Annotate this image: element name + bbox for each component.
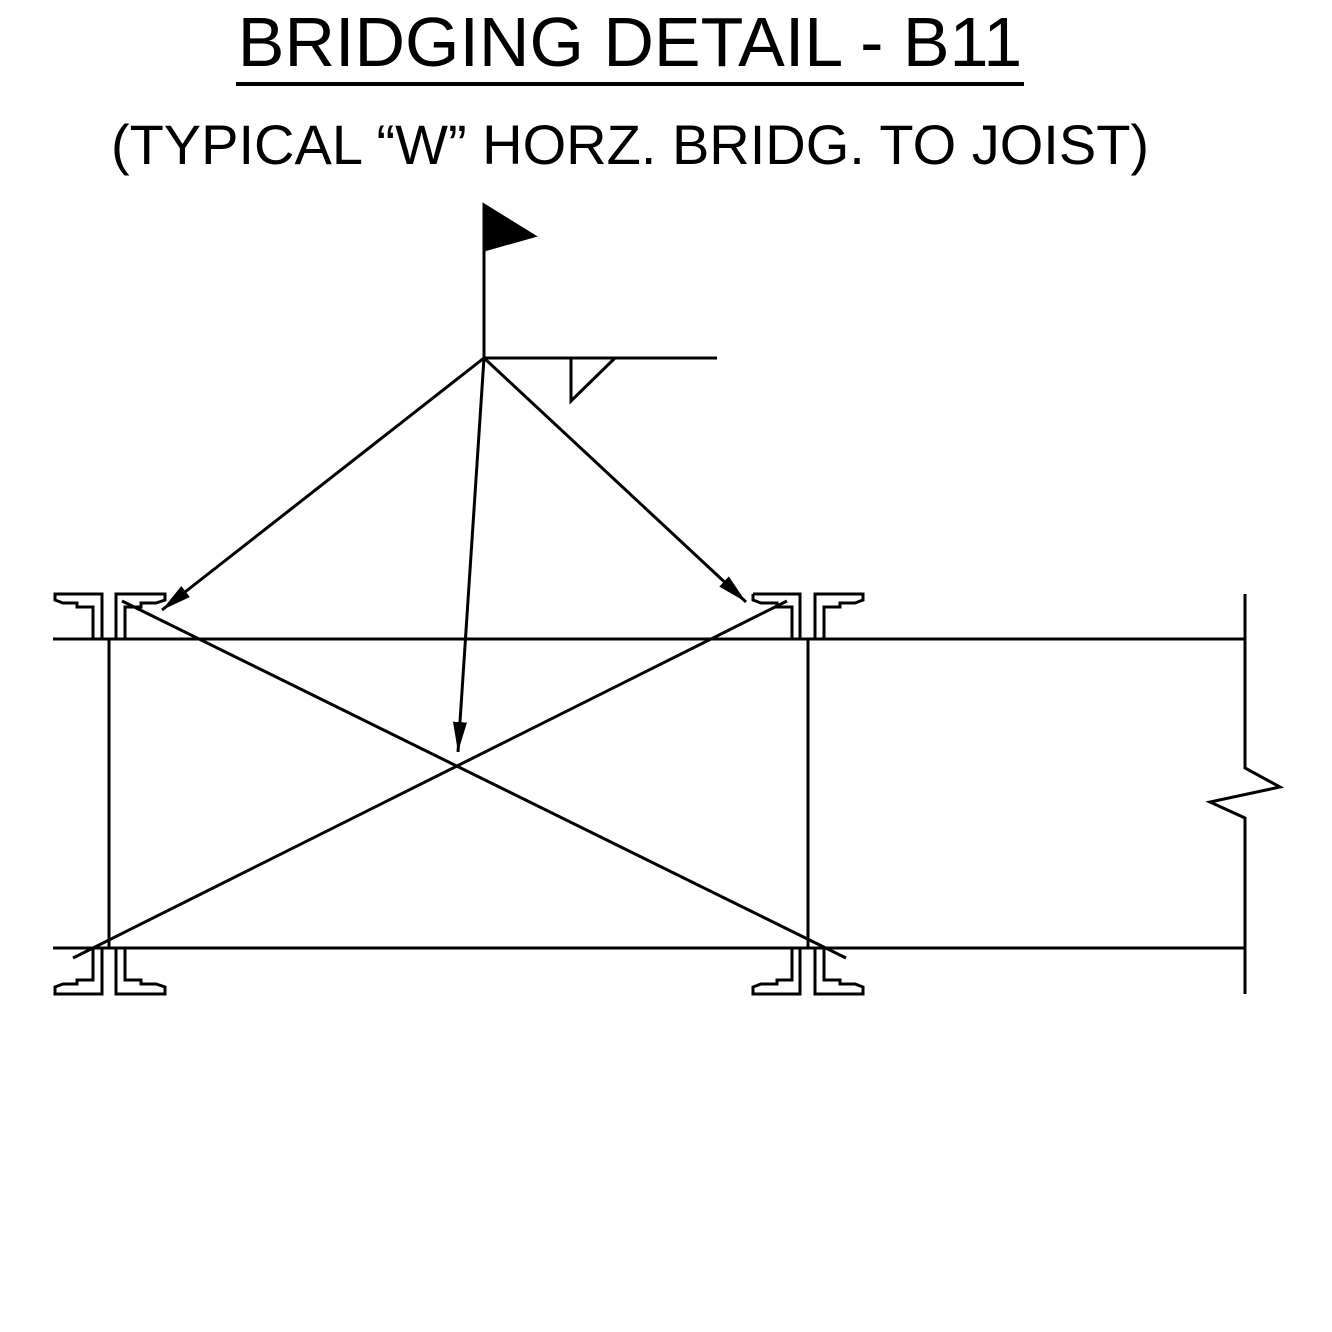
- cross-bridging-diagonal-1: [121, 599, 847, 960]
- field-weld-flag-icon: [482, 202, 538, 252]
- angle-profile-bottom-right: [751, 948, 865, 996]
- leader-arrow-right: [482, 356, 748, 604]
- leader-arrow-center: [452, 357, 486, 753]
- fillet-weld-symbol-icon: [569, 356, 617, 405]
- angle-profile-top-left: [53, 592, 167, 641]
- weld-leader-arrows: [161, 356, 748, 753]
- leader-arrow-left: [161, 356, 485, 612]
- cross-bridging-diagonal-2: [72, 599, 788, 960]
- weld-symbol: [482, 202, 717, 405]
- detail-title: BRIDGING DETAIL - B11: [0, 2, 1260, 86]
- detail-title-text: BRIDGING DETAIL - B11: [235, 3, 1025, 86]
- angle-profile-bottom-left: [53, 948, 167, 996]
- break-line-icon: [1205, 594, 1285, 994]
- angle-profile-top-right: [751, 592, 865, 639]
- detail-subtitle: (TYPICAL “W” HORZ. BRIDG. TO JOIST): [110, 113, 1150, 176]
